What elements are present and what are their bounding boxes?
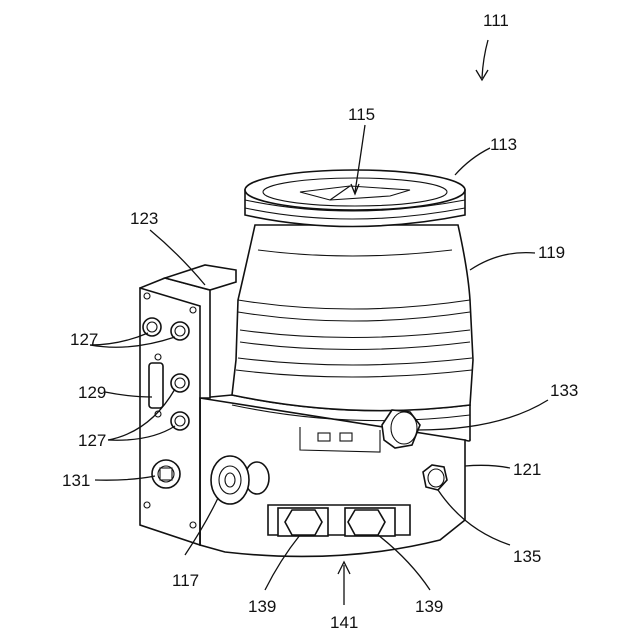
label-117: 117 (172, 571, 199, 590)
top-flange (245, 170, 465, 227)
label-113: 113 (490, 135, 517, 154)
label-139-left: 139 (248, 597, 276, 616)
label-129: 129 (78, 383, 106, 402)
label-131: 131 (62, 471, 90, 490)
label-127-top: 127 (70, 330, 98, 349)
label-141: 141 (330, 613, 358, 632)
label-119: 119 (538, 243, 565, 262)
label-139-right: 139 (415, 597, 443, 616)
label-123: 123 (130, 209, 158, 228)
pump-upper-body (232, 225, 473, 411)
label-111: 111 (483, 11, 509, 30)
coolant-fittings (268, 505, 410, 536)
label-135: 135 (513, 547, 541, 566)
power-connector (152, 460, 180, 488)
label-115: 115 (348, 105, 375, 124)
label-133: 133 (550, 381, 578, 400)
label-121: 121 (513, 460, 541, 479)
label-127-bottom: 127 (78, 431, 106, 450)
